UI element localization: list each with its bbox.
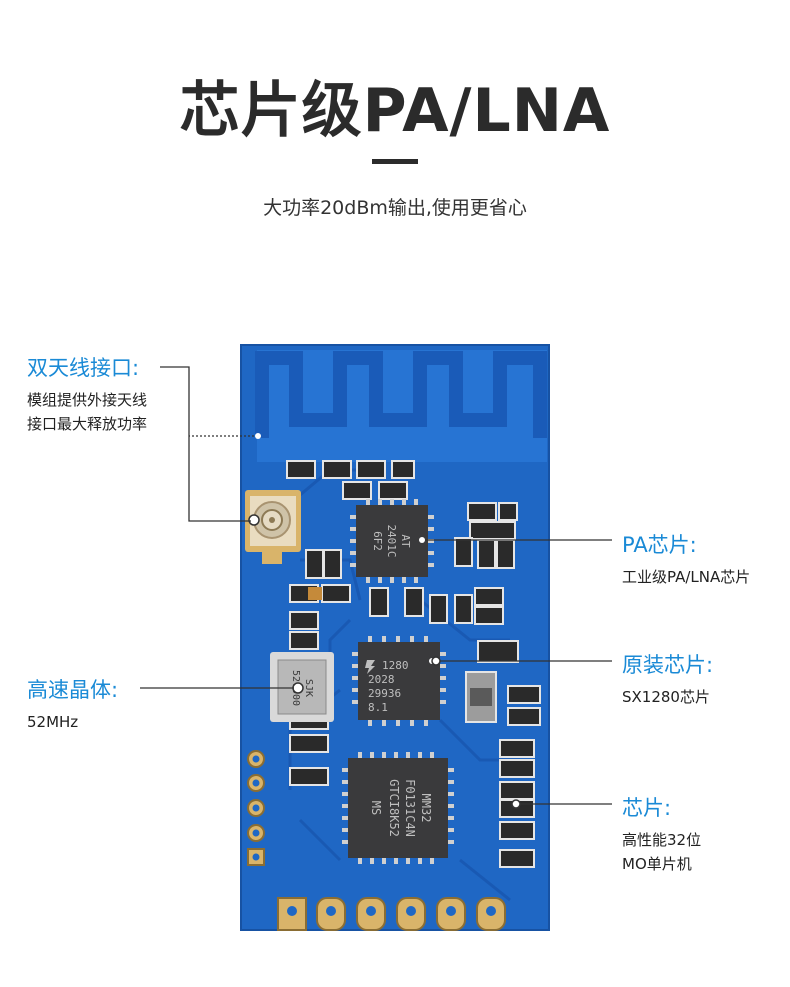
rf-chip-marking-1: 1280 xyxy=(382,659,409,672)
pa-chip-label-desc: 工业级PA/LNA芯片 xyxy=(622,568,751,586)
left-pin-pads xyxy=(247,750,265,866)
antenna-label-desc-1: 模组提供外接天线 xyxy=(27,391,148,409)
ipex-connector xyxy=(245,490,301,564)
crystal-oscillator: SJK 52.000 xyxy=(270,652,334,722)
antenna-label-desc-2: 接口最大释放功率 xyxy=(27,415,148,433)
mcu-marking-3: GTCI8K52 xyxy=(387,779,401,837)
pa-chip: AT 2401C 6F2 xyxy=(350,499,434,583)
pa-chip-label-title: PA芯片: xyxy=(622,533,697,557)
bottom-pin-pads xyxy=(277,897,506,931)
mcu-chip-label-desc-2: MO单片机 xyxy=(622,855,692,873)
mcu-chip-label-desc-1: 高性能32位 xyxy=(622,831,702,849)
mcu-marking-4: MS xyxy=(369,801,383,815)
rf-chip-marking-4: 8.1 xyxy=(368,701,388,714)
mcu-chip-label-title: 芯片: xyxy=(622,796,672,820)
original-chip-label-desc: SX1280芯片 xyxy=(622,688,710,706)
mcu-chip: MM32 F0131C4N GTCI8K52 MS xyxy=(342,752,454,864)
rf-chip-marking-3: 29936 xyxy=(368,687,401,700)
pa-chip-marking-3: 6F2 xyxy=(371,531,384,551)
page-subtitle: 大功率20dBm输出,使用更省心 xyxy=(263,197,527,219)
antenna-label-title: 双天线接口: xyxy=(27,356,140,380)
pa-chip-marking-1: AT xyxy=(399,534,412,548)
pa-chip-marking-2: 2401C xyxy=(385,524,398,557)
smd-components xyxy=(286,460,541,868)
rf-chip-marking-2: 2028 xyxy=(368,673,395,686)
crystal-marking-1: SJK xyxy=(303,679,314,697)
mcu-marking-2: F0131C4N xyxy=(403,779,417,837)
title-divider xyxy=(372,159,418,164)
crystal-label-desc: 52MHz xyxy=(27,713,79,731)
crystal-label-title: 高速晶体: xyxy=(27,678,119,702)
original-chip-label-title: 原装芯片: xyxy=(622,653,714,677)
pcb-antenna-trace xyxy=(255,351,547,438)
page-title: 芯片级PA/LNA xyxy=(179,76,611,146)
mcu-marking-1: MM32 xyxy=(419,794,433,823)
rf-chip: 1280 2028 29936 8.1 xyxy=(352,636,446,726)
